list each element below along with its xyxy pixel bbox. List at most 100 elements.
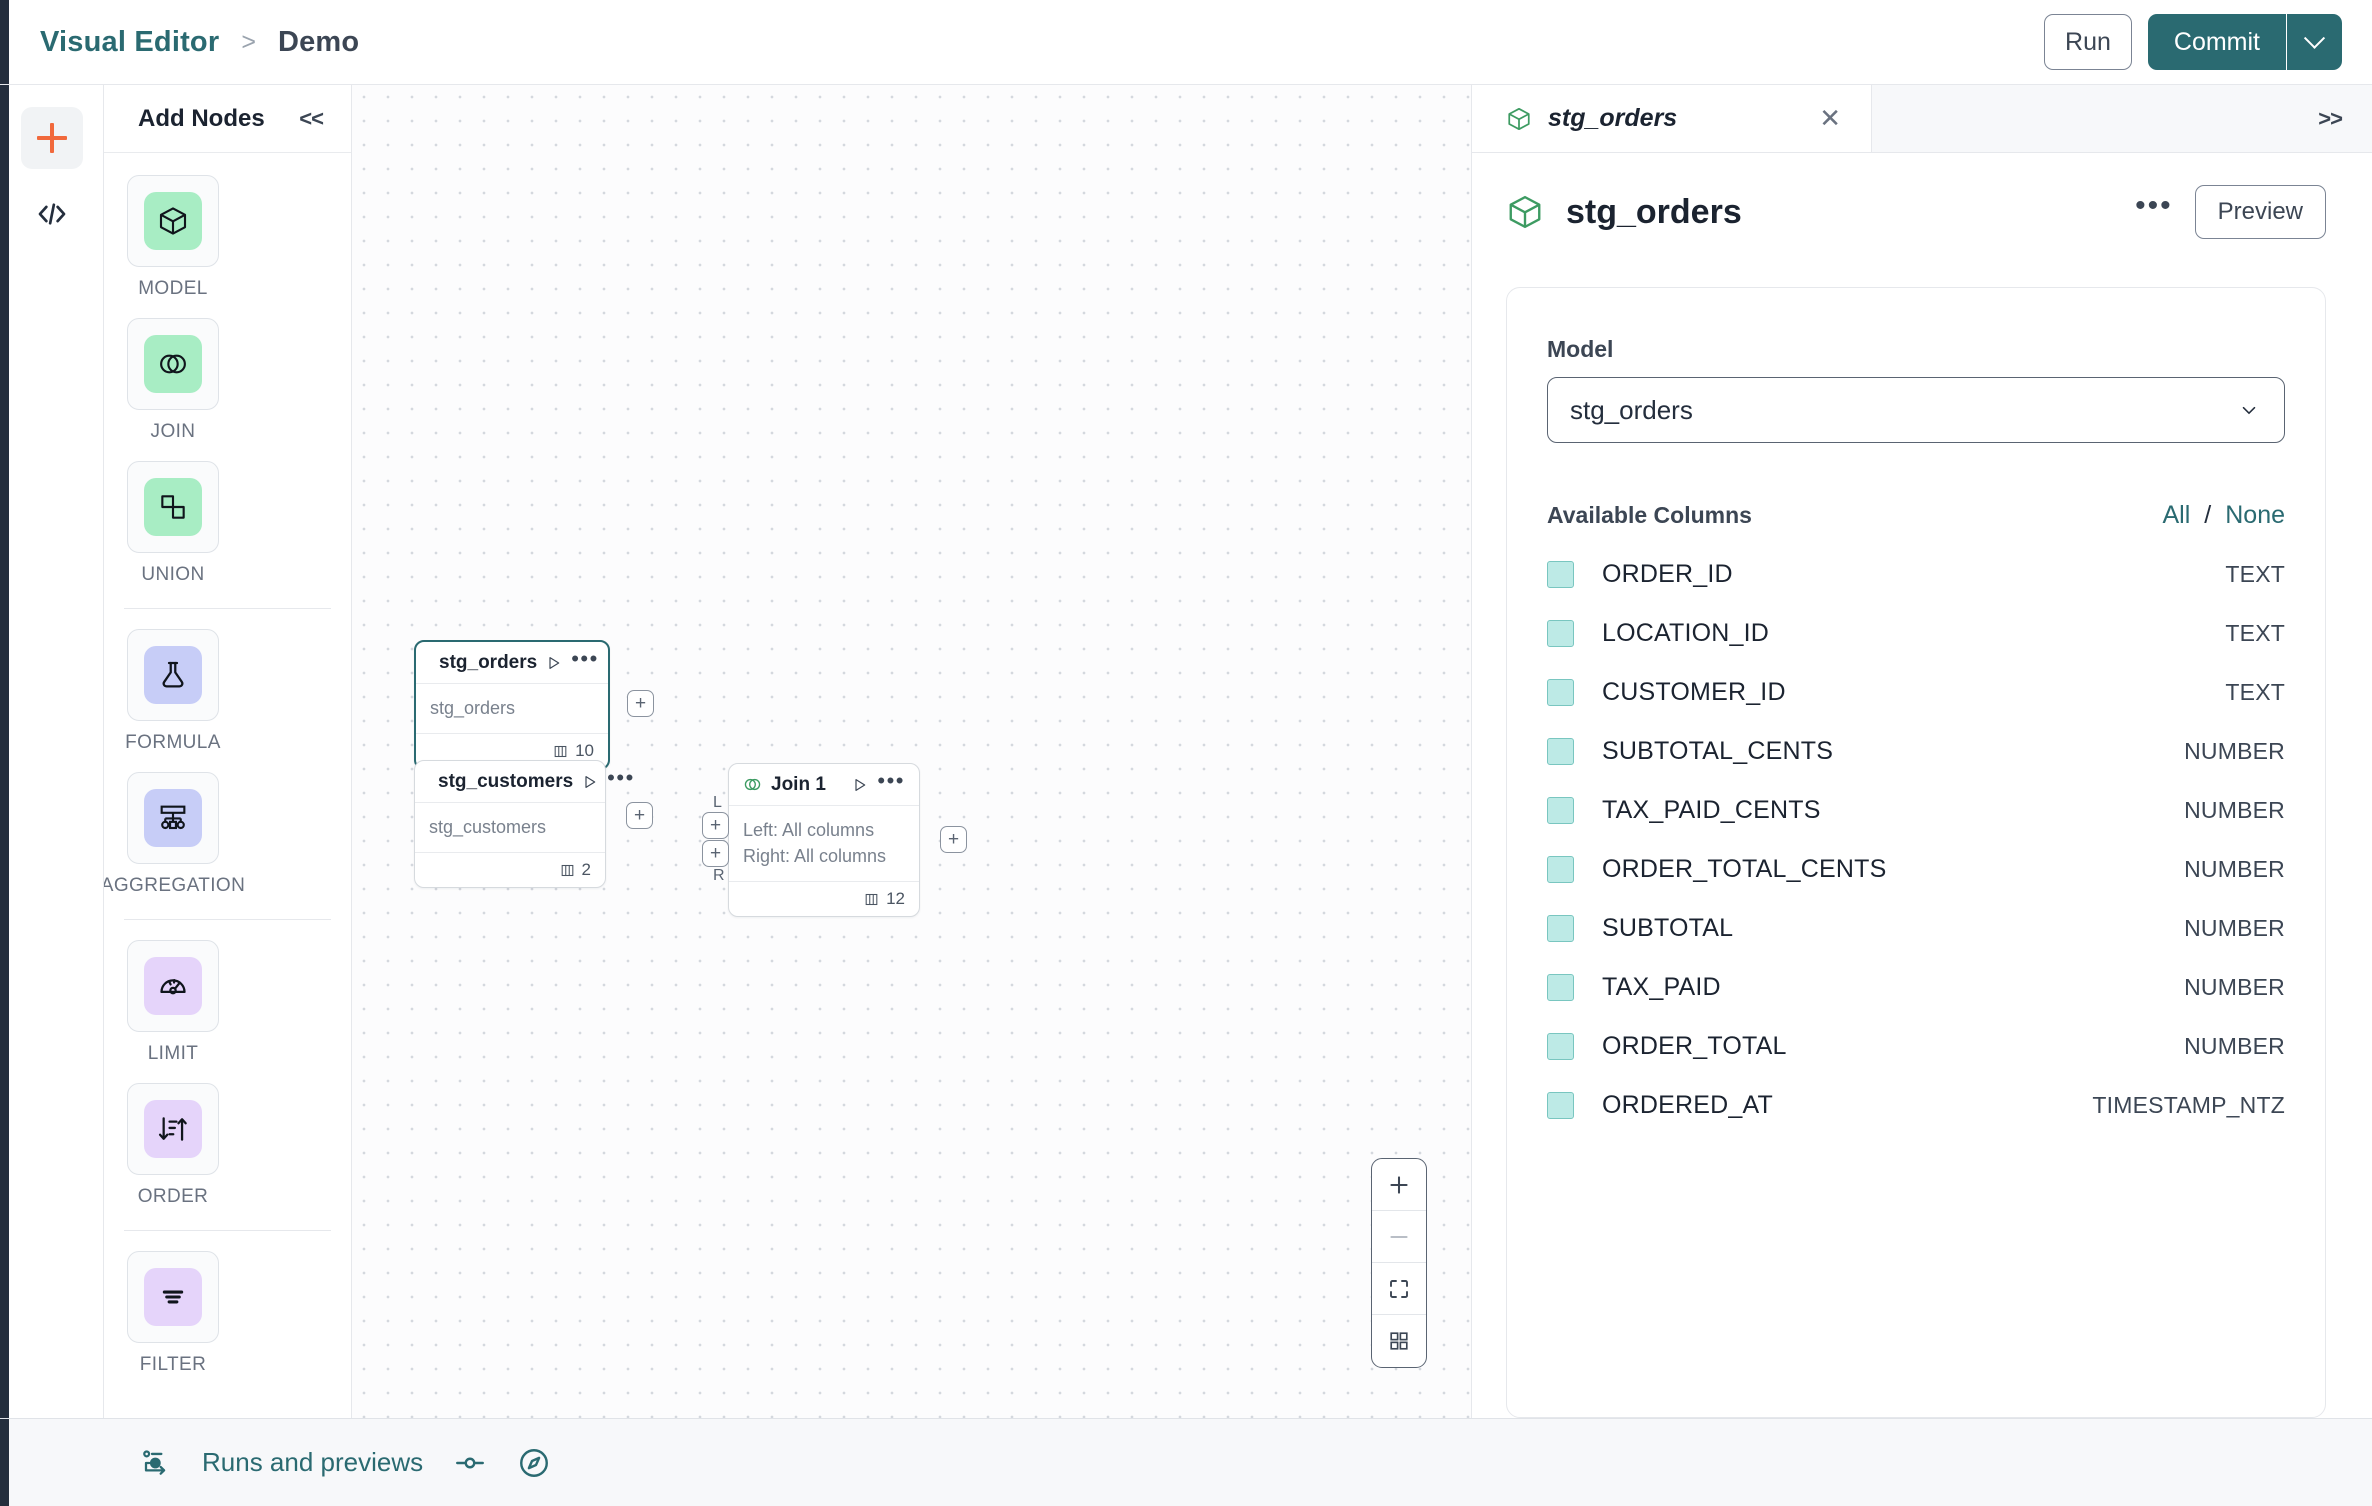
node-tile — [127, 940, 219, 1032]
column-checkbox[interactable] — [1547, 561, 1574, 588]
node-palette-item-limit[interactable]: LIMIT — [124, 940, 222, 1065]
fit-view-icon — [1390, 1279, 1408, 1298]
links-separator: / — [2204, 501, 2212, 529]
canvas-node-stg-orders[interactable]: stg_orders ••• stg_orders 10 + — [414, 640, 654, 771]
node-header: Join 1 ••• — [729, 764, 919, 806]
select-none-link[interactable]: None — [2225, 501, 2285, 529]
node-palette-item-order[interactable]: ORDER — [124, 1083, 222, 1208]
collapse-panel-icon[interactable]: << — [299, 105, 324, 131]
node-palette-item-aggregation[interactable]: AGGREGATION — [101, 772, 245, 897]
column-row[interactable]: ORDER_ID TEXT — [1547, 560, 2285, 589]
node-footer: 2 — [415, 853, 605, 887]
minimap-toggle-button[interactable] — [1372, 1315, 1426, 1367]
column-checkbox[interactable] — [1547, 679, 1574, 706]
plus-icon: + — [634, 693, 647, 714]
column-row[interactable]: ORDERED_AT TIMESTAMP_NTZ — [1547, 1091, 2285, 1120]
canvas-node-join-1[interactable]: Join 1 ••• Left: All columns Right: All … — [702, 763, 967, 918]
column-row[interactable]: CUSTOMER_ID TEXT — [1547, 678, 2285, 707]
runs-and-previews-label[interactable]: Runs and previews — [202, 1447, 424, 1477]
zoom-in-icon — [1390, 1175, 1408, 1194]
column-checkbox[interactable] — [1547, 1033, 1574, 1060]
column-checkbox[interactable] — [1547, 738, 1574, 765]
plus-icon — [36, 123, 67, 153]
flow-canvas[interactable]: stg_orders ••• stg_orders 10 + — [352, 85, 1472, 1418]
columns-icon — [554, 745, 567, 757]
add-nodes-panel: Add Nodes << MODEL — [101, 85, 352, 1418]
commit-button[interactable]: Commit — [2147, 14, 2286, 70]
inspector-tab-stg-orders[interactable]: stg_orders ✕ — [1472, 85, 1872, 152]
plus-icon: + — [947, 829, 960, 850]
run-node-icon[interactable] — [582, 774, 598, 790]
column-checkbox[interactable] — [1547, 915, 1574, 942]
run-button[interactable]: Run — [2044, 14, 2132, 70]
node-menu-icon[interactable]: ••• — [877, 767, 905, 793]
filter-lines-icon — [162, 1290, 184, 1304]
breadcrumb-current: Demo — [277, 25, 360, 58]
run-node-icon[interactable] — [852, 777, 868, 793]
zoom-out-button[interactable] — [1372, 1211, 1426, 1263]
node-tile — [127, 629, 219, 721]
join-left-input-port[interactable]: + — [702, 812, 729, 839]
run-flow-icon[interactable] — [140, 1447, 172, 1479]
toggle-slider-icon[interactable] — [453, 1446, 487, 1480]
available-columns-list: ORDER_ID TEXT LOCATION_ID TEXT CUSTOMER_… — [1547, 560, 2285, 1120]
preview-button[interactable]: Preview — [2194, 185, 2326, 239]
available-columns-header: Available Columns All / None — [1547, 501, 2285, 530]
column-row[interactable]: TAX_PAID NUMBER — [1547, 973, 2285, 1002]
column-checkbox[interactable] — [1547, 797, 1574, 824]
column-row[interactable]: LOCATION_ID TEXT — [1547, 619, 2285, 648]
compass-icon[interactable] — [517, 1446, 551, 1480]
expand-panel-icon[interactable]: >> — [2318, 105, 2343, 131]
add-node-rail-button[interactable] — [20, 107, 83, 169]
column-row[interactable]: SUBTOTAL NUMBER — [1547, 914, 2285, 943]
node-output-port[interactable]: + — [940, 826, 967, 853]
commit-button-group: Commit — [2147, 14, 2342, 70]
inspector-header: stg_orders ••• Preview — [1472, 153, 2372, 239]
column-type: TIMESTAMP_NTZ — [2092, 1092, 2285, 1118]
select-all-link[interactable]: All — [2162, 501, 2191, 529]
column-checkbox[interactable] — [1547, 1092, 1574, 1119]
column-row[interactable]: ORDER_TOTAL NUMBER — [1547, 1032, 2285, 1061]
column-row[interactable]: ORDER_TOTAL_CENTS NUMBER — [1547, 855, 2285, 884]
column-row[interactable]: TAX_PAID_CENTS NUMBER — [1547, 796, 2285, 825]
flask-icon — [162, 661, 184, 688]
run-node-icon[interactable] — [546, 655, 562, 671]
column-checkbox[interactable] — [1547, 620, 1574, 647]
node-output-port[interactable]: + — [627, 690, 654, 717]
model-select[interactable]: stg_orders — [1547, 377, 2285, 443]
column-type: TEXT — [2225, 561, 2285, 587]
available-columns-title: Available Columns — [1547, 502, 1752, 528]
node-palette-item-formula[interactable]: FORMULA — [124, 629, 222, 754]
node-palette-item-union[interactable]: UNION — [124, 461, 222, 586]
node-palette-item-model[interactable]: MODEL — [124, 175, 222, 300]
commit-dropdown-button[interactable] — [2286, 14, 2342, 70]
node-title: stg_customers — [438, 770, 574, 792]
node-palette-item-filter[interactable]: FILTER — [124, 1251, 222, 1376]
ellipsis-icon[interactable]: ••• — [2135, 189, 2173, 222]
canvas-node-stg-customers[interactable]: stg_customers ••• stg_customers 2 + — [414, 760, 653, 889]
fit-view-button[interactable] — [1372, 1263, 1426, 1315]
column-row[interactable]: SUBTOTAL_CENTS NUMBER — [1547, 737, 2285, 766]
node-footer: 10 — [416, 734, 608, 768]
close-icon[interactable]: ✕ — [1819, 103, 1841, 133]
select-all-none-links: All / None — [2162, 501, 2285, 530]
zoom-in-button[interactable] — [1372, 1159, 1426, 1211]
node-tile — [127, 318, 219, 410]
columns-icon — [561, 864, 573, 876]
node-tile — [127, 461, 219, 553]
breadcrumb-root[interactable]: Visual Editor — [40, 25, 220, 58]
cube-icon — [1509, 195, 1541, 229]
column-checkbox[interactable] — [1547, 974, 1574, 1001]
palette-divider — [124, 1230, 331, 1231]
inspector-card: Model stg_orders Available Columns All /… — [1506, 287, 2326, 1418]
node-tile — [127, 1251, 219, 1343]
add-nodes-list: MODEL JOIN — [101, 153, 351, 1394]
code-view-rail-button[interactable] — [21, 183, 83, 245]
column-checkbox[interactable] — [1547, 856, 1574, 883]
node-header: stg_orders ••• — [416, 642, 608, 684]
node-menu-icon[interactable]: ••• — [571, 645, 599, 671]
node-menu-icon[interactable]: ••• — [607, 764, 635, 790]
node-palette-item-join[interactable]: JOIN — [124, 318, 222, 443]
join-right-input-port[interactable]: + — [702, 840, 729, 867]
node-output-port[interactable]: + — [626, 802, 653, 829]
